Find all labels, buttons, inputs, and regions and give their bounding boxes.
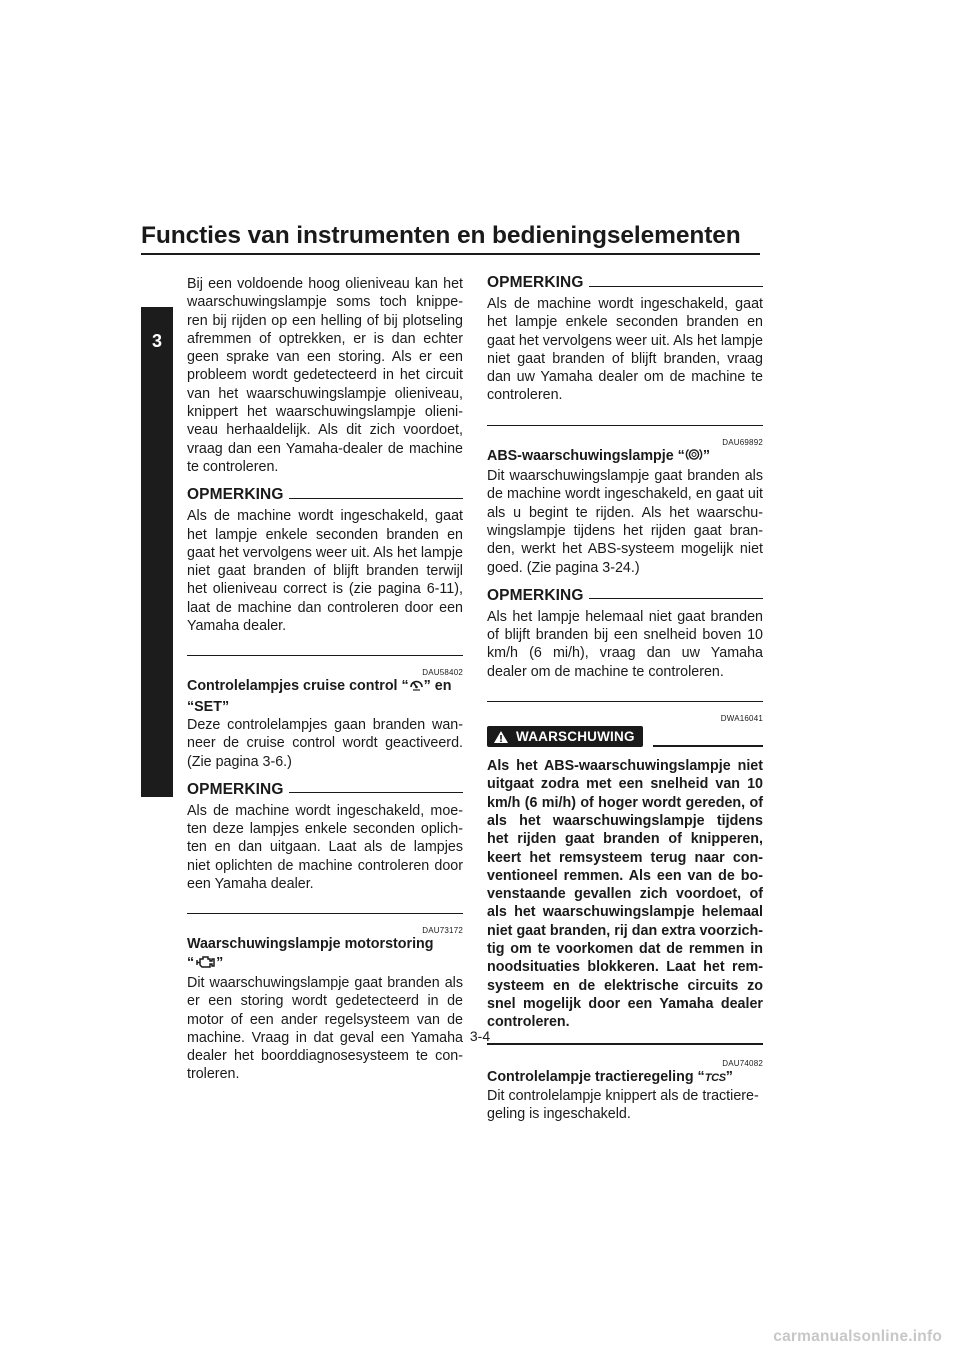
note-header: OPMERKING xyxy=(487,274,763,292)
warning-header: WAARSCHUWING xyxy=(487,726,763,748)
warning-triangle-icon xyxy=(494,730,508,743)
section-title: Controlelampjes cruise control “ ” en “SE… xyxy=(187,677,463,716)
tcs-icon: TCS xyxy=(704,1071,726,1084)
note-body: Als de machine wordt ingeschakeld, gaat … xyxy=(487,296,763,404)
title-text: ” xyxy=(725,1068,733,1085)
section-code: DAU69892 xyxy=(722,437,763,447)
header-rule xyxy=(141,253,760,255)
note-header: OPMERKING xyxy=(487,587,763,605)
intro-paragraph: Bij een voldoende hoog olieniveau kan he… xyxy=(187,276,463,475)
title-text: ” xyxy=(702,447,710,464)
right-column: OPMERKING Als de machine wordt ingeschak… xyxy=(487,274,763,1124)
title-text: “SET” xyxy=(187,698,230,715)
page-header-title: Functies van instrumenten en bedieningse… xyxy=(141,222,741,249)
note-box-4: OPMERKING Als het lampje helemaal niet g… xyxy=(487,587,763,703)
note-end-rule xyxy=(487,701,763,703)
title-text: Controlelampjes cruise control “ xyxy=(187,678,409,695)
note-end-rule xyxy=(487,424,763,426)
note-rule xyxy=(288,792,463,794)
section-body: Dit waarschuwingslampje gaat branden als… xyxy=(187,974,463,1083)
section-code: DAU73172 xyxy=(422,926,463,936)
section-tcs: DAU74082 Controlelampje tractieregeling … xyxy=(487,1059,763,1124)
note-box-2: OPMERKING Als de machine wordt ingeschak… xyxy=(187,781,463,915)
note-end-rule xyxy=(187,655,463,657)
note-title: OPMERKING xyxy=(487,586,584,604)
note-rule xyxy=(588,598,763,600)
chapter-number: 3 xyxy=(151,331,162,351)
note-box-3: OPMERKING Als de machine wordt ingeschak… xyxy=(487,274,763,426)
title-text: Controlelampje tractieregeling “ xyxy=(487,1068,705,1085)
title-text: ” en xyxy=(423,678,452,695)
section-cruise-control: DAU58402 Controlelampjes cruise control … xyxy=(187,668,463,770)
warning-code: DWA16041 xyxy=(720,714,763,724)
warning-box: DWA16041 WAARSCHUWING Als het ABS-waarsc… xyxy=(487,714,763,1045)
title-text: ” xyxy=(216,954,224,971)
abs-icon xyxy=(685,447,703,467)
section-title: ABS-waarschuwingslampje “ ” xyxy=(487,447,763,467)
section-body: Deze controlelampjes gaan branden wan-ne… xyxy=(187,716,463,770)
note-body: Als het lampje helemaal niet gaat brande… xyxy=(487,608,763,680)
title-text: Waarschuwingslampje motorstoring xyxy=(187,936,434,953)
section-title: Waarschuwingslampje motorstoring “ ” xyxy=(187,935,463,974)
engine-icon xyxy=(194,955,216,974)
note-title: OPMERKING xyxy=(187,486,284,504)
cruise-control-icon xyxy=(409,678,424,697)
section-abs-warning: DAU69892 ABS-waarschuwingslampje “ ” Dit … xyxy=(487,438,763,577)
left-column: Bij een voldoende hoog olieniveau kan he… xyxy=(187,275,463,1084)
chapter-tab: 3 xyxy=(141,307,173,797)
title-text: ABS-waarschuwingslampje “ xyxy=(487,447,685,464)
warning-label: WAARSCHUWING xyxy=(516,729,635,745)
note-end-rule xyxy=(187,913,463,915)
note-title: OPMERKING xyxy=(187,780,284,798)
warning-body: Als het ABS-waarschuwingslampje niet uit… xyxy=(487,758,763,1031)
note-header: OPMERKING xyxy=(187,486,463,504)
page-number: 3-4 xyxy=(469,1028,491,1044)
section-code: DAU74082 xyxy=(722,1058,763,1068)
warning-badge: WAARSCHUWING xyxy=(487,726,643,748)
section-body: Dit controlelampje knippert als de tract… xyxy=(487,1087,759,1123)
section-title: Controlelampje tractieregeling “TCS” xyxy=(487,1068,763,1087)
section-code: DAU58402 xyxy=(422,668,463,678)
section-engine-warning: DAU73172 Waarschuwingslampje motorstorin… xyxy=(187,926,463,1083)
note-body: Als de machine wordt ingeschakeld, moe-t… xyxy=(187,802,463,893)
warning-rule xyxy=(652,744,763,747)
note-body: Als de machine wordt ingeschakeld, gaat … xyxy=(187,508,463,635)
watermark: carmanualsonline.info xyxy=(773,1328,942,1345)
note-rule xyxy=(588,285,763,287)
note-title: OPMERKING xyxy=(487,274,584,291)
note-rule xyxy=(288,497,463,499)
title-text: “ xyxy=(187,954,195,971)
note-header: OPMERKING xyxy=(187,781,463,799)
note-box-1: OPMERKING Als de machine wordt ingeschak… xyxy=(187,486,463,657)
section-body: Dit waarschuwingslampje gaat branden als… xyxy=(487,468,763,576)
warning-end-rule xyxy=(487,1042,763,1045)
